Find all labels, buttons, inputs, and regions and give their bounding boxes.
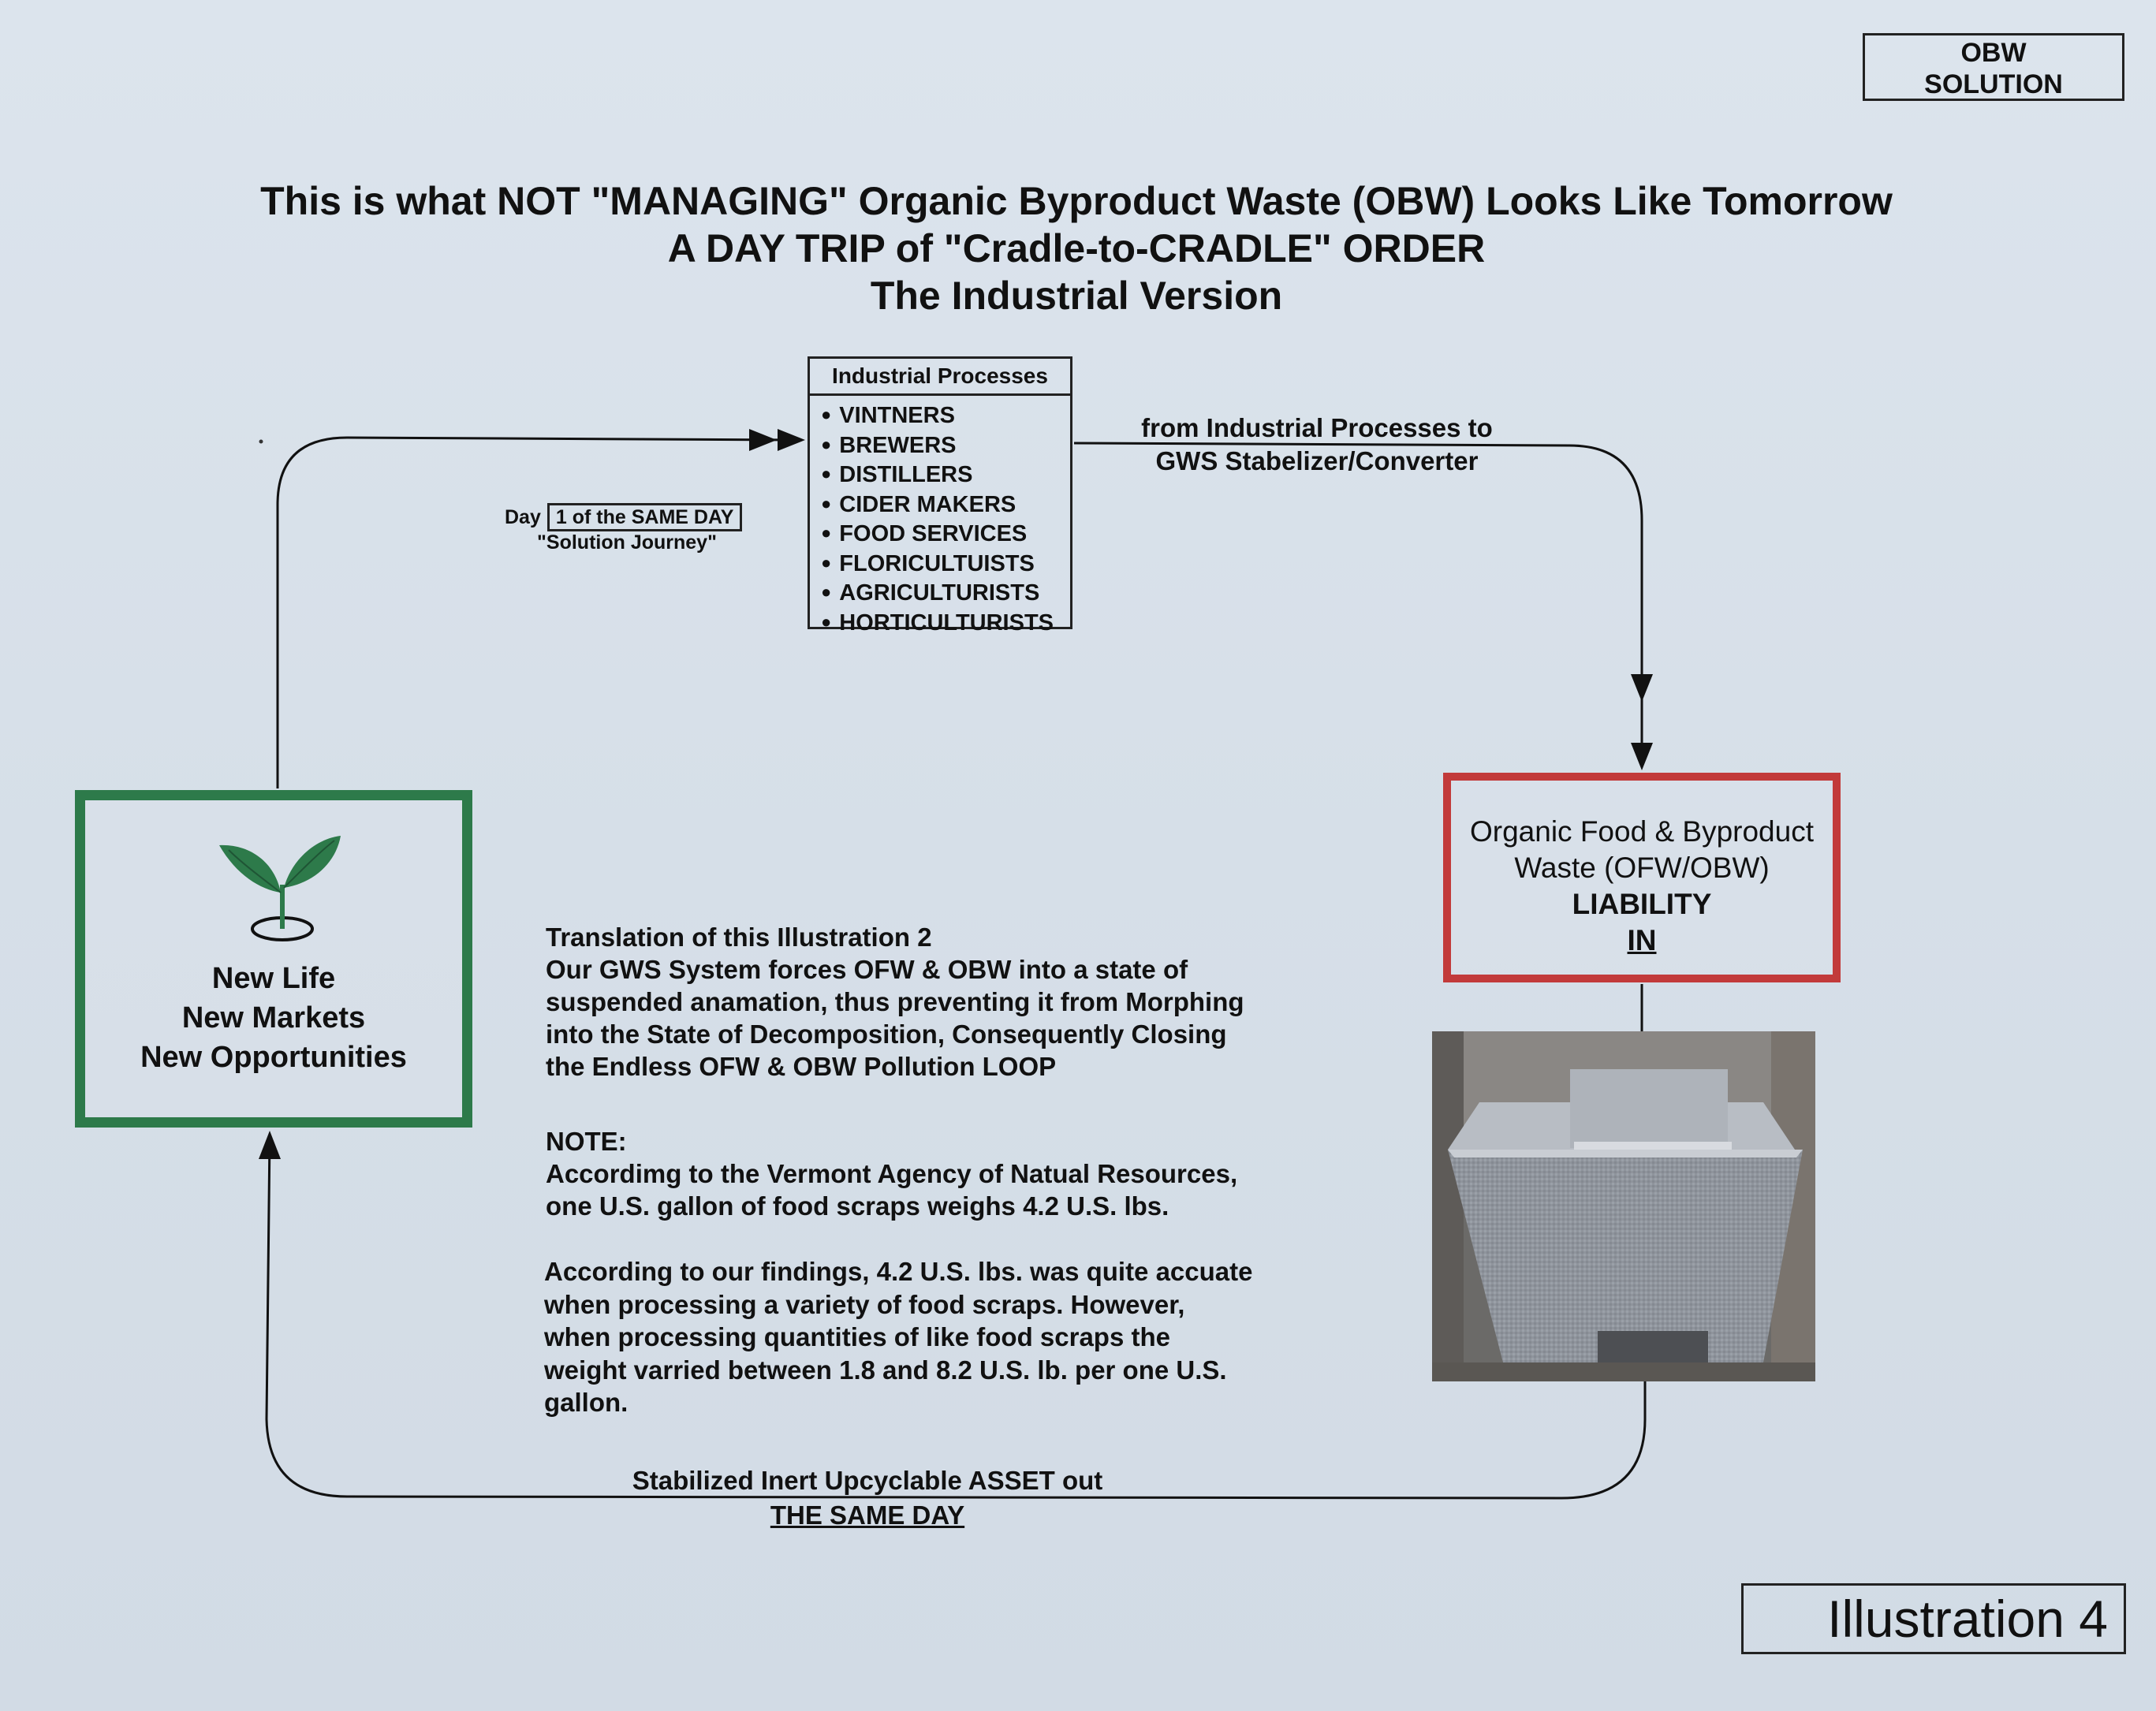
note-line: Accordimg to the Vermont Agency of Natua…	[546, 1159, 1238, 1188]
title-line-3: The Industrial Version	[870, 274, 1283, 318]
badge-line-1: OBW	[1960, 38, 2027, 68]
translation-line: into the State of Decomposition, Consequ…	[546, 1020, 1227, 1049]
findings-line: According to our findings, 4.2 U.S. lbs.…	[544, 1257, 1253, 1286]
flow-label-top: from Industrial Processes to GWS Stabeli…	[1104, 412, 1530, 478]
arrowhead-double-2	[778, 429, 805, 451]
bullet-icon: ●	[821, 434, 832, 454]
arrow-industrial-to-red	[1073, 442, 1643, 766]
arrowhead-green	[259, 1131, 281, 1159]
arrowhead-red-1	[1631, 674, 1653, 702]
findings-text: According to our findings, 4.2 U.S. lbs.…	[544, 1255, 1317, 1419]
new-life-box	[75, 790, 472, 1128]
illustration-label: Illustration 4	[1741, 1583, 2126, 1654]
translation-line: Our GWS System forces OFW & OBW into a s…	[546, 955, 1188, 984]
green-line-1: New Life	[211, 962, 336, 995]
list-item: ●FOOD SERVICES	[821, 521, 1028, 546]
findings-line: gallon.	[544, 1388, 629, 1417]
flow-bottom-line-1: Stabilized Inert Upcyclable ASSET out	[632, 1466, 1103, 1495]
green-line-3: New Opportunities	[140, 1041, 407, 1074]
flow-bottom-line-2: THE SAME DAY	[770, 1500, 965, 1530]
findings-line: weight varried between 1.8 and 8.2 U.S. …	[544, 1355, 1227, 1385]
badge-line-2: SOLUTION	[1924, 69, 2063, 99]
bullet-icon: ●	[821, 552, 832, 572]
red-line-4: IN	[1627, 924, 1657, 956]
bullet-icon: ●	[821, 464, 832, 483]
obw-solution-badge: OBW SOLUTION	[1863, 33, 2124, 101]
red-line-1: Organic Food & Byproduct	[1470, 815, 1814, 848]
list-item: ●VINTNERS	[821, 403, 955, 428]
list-item: ●BREWERS	[821, 432, 957, 458]
industrial-processes-box: Industrial Processes ●VINTNERS ●BREWERS …	[808, 356, 1072, 636]
new-life-text: New Life New Markets New Opportunities	[75, 959, 472, 1077]
solution-journey-label: "Solution Journey"	[537, 531, 717, 554]
bullet-icon: ●	[821, 493, 832, 513]
bullet-icon: ●	[821, 582, 832, 602]
list-item: ●CIDER MAKERS	[821, 491, 1016, 517]
industrial-processes-list: ●VINTNERS ●BREWERS ●DISTILLERS ●CIDER MA…	[810, 396, 1070, 637]
stray-dot	[259, 439, 263, 444]
day-boxed-label: 1 of the SAME DAY	[546, 503, 743, 531]
industrial-processes-heading: Industrial Processes	[810, 359, 1070, 396]
bullet-icon: ●	[821, 523, 832, 542]
page-title: This is what NOT "MANAGING" Organic Bypr…	[158, 177, 1995, 319]
green-line-2: New Markets	[181, 1001, 366, 1034]
flow-top-line-2: GWS Stabelizer/Converter	[1155, 446, 1479, 475]
arrowhead-double-1	[749, 429, 777, 451]
title-line-1: This is what NOT "MANAGING" Organic Bypr…	[260, 179, 1893, 223]
arrow-green-to-industrial	[276, 436, 797, 788]
bullet-icon: ●	[821, 404, 832, 424]
findings-line: when processing a variety of food scraps…	[544, 1289, 1185, 1319]
flow-label-bottom: Stabilized Inert Upcyclable ASSET out TH…	[552, 1463, 1183, 1533]
translation-line: the Endless OFW & OBW Pollution LOOP	[546, 1052, 1057, 1081]
translation-text: Translation of this Illustration 2 Our G…	[546, 921, 1319, 1083]
title-line-2: A DAY TRIP of "Cradle-to-CRADLE" ORDER	[667, 226, 1486, 270]
list-item: ●DISTILLERS	[821, 462, 973, 487]
note-heading: NOTE:	[546, 1127, 627, 1156]
red-line-2: Waste (OFW/OBW)	[1514, 852, 1770, 884]
findings-line: when processing quantities of like food …	[544, 1322, 1170, 1351]
list-item: ●AGRICULTURISTS	[821, 580, 1040, 606]
flow-top-line-1: from Industrial Processes to	[1141, 413, 1493, 442]
bullet-icon: ●	[821, 611, 832, 632]
note-line: one U.S. gallon of food scraps weighs 4.…	[546, 1191, 1169, 1221]
liability-in-box: Organic Food & Byproduct Waste (OFW/OBW)…	[1443, 773, 1841, 982]
list-item: ●HORTICULTURISTS	[821, 609, 1054, 636]
arrowhead-red-2	[1631, 743, 1653, 770]
day-prefix: Day	[505, 506, 541, 528]
translation-heading: Translation of this Illustration 2	[546, 923, 932, 952]
note-text: NOTE: Accordimg to the Vermont Agency of…	[546, 1125, 1319, 1222]
sprout-icon	[219, 836, 341, 941]
arrow-machine-to-green	[265, 1135, 1647, 1500]
red-line-3: LIABILITY	[1572, 888, 1712, 920]
translation-line: suspended anamation, thus preventing it …	[546, 987, 1244, 1016]
gws-converter-photo	[1432, 1031, 1815, 1381]
list-item: ●FLORICULTUISTS	[821, 550, 1035, 576]
